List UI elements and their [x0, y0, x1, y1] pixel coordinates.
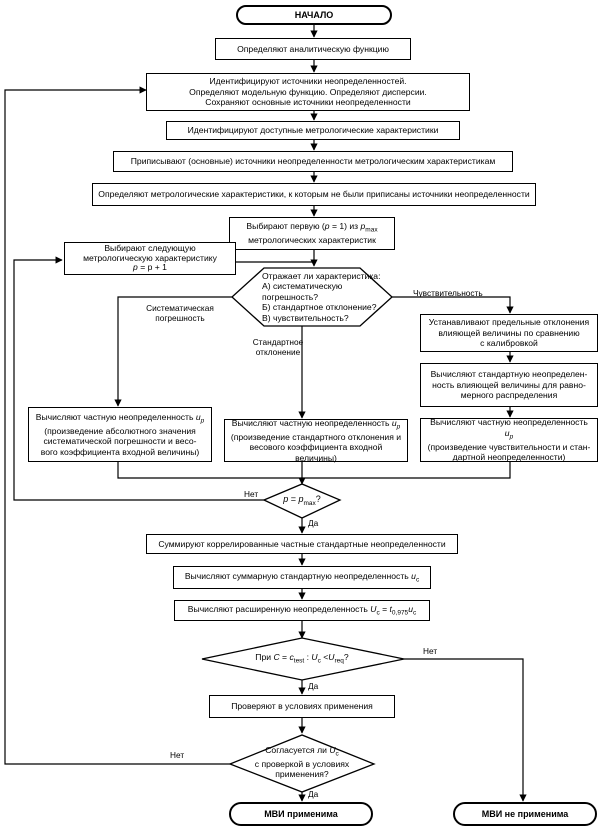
test-yes-label: Да — [308, 681, 319, 691]
partial-systematic-line3: систематической погрешности и весо- — [43, 436, 197, 447]
limits-line3: с калибровкой — [480, 338, 538, 349]
limits-line2: влияющей величины по сравнению — [438, 327, 580, 338]
identify-metrology-text: Идентифицируют доступные метрологические… — [187, 125, 439, 136]
define-unassigned-text: Определяют метрологические характеристик… — [98, 189, 530, 200]
std-uniform-line2: ность влияющей величины для равно- — [432, 379, 586, 390]
identify-sources-line3: Сохраняют основные источники неопределен… — [205, 97, 411, 108]
decision-final-line1: Согласуется ли Uc — [265, 745, 339, 758]
final-yes-label: Да — [308, 789, 319, 799]
end-not-applicable-label: МВИ не применима — [481, 808, 569, 819]
verify-text: Проверяют в условиях применения — [231, 701, 373, 712]
choose-first-box: Выбирают первую (p = 1) из pmax метролог… — [229, 217, 395, 250]
expanded-uncertainty-text: Вычисляют расширенную неопределенность U… — [187, 603, 417, 617]
decision-characteristic-line4: В) чувствительность? — [262, 312, 349, 323]
expanded-uncertainty-box: Вычисляют расширенную неопределенность U… — [174, 600, 430, 621]
decision-final-line2: с проверкой в условиях — [254, 758, 350, 769]
end-applicable-terminal: МВИ применима — [229, 802, 373, 826]
choose-next-box: Выбирают следующую метрологическую харак… — [64, 242, 236, 275]
assign-sources-text: Приписывают (основные) источники неопред… — [130, 156, 496, 167]
identify-sources-line2: Определяют модельную функцию. Определяют… — [189, 86, 427, 97]
assign-sources-box: Приписывают (основные) источники неопред… — [113, 151, 513, 172]
verify-box: Проверяют в условиях применения — [209, 695, 395, 718]
decision-characteristic-line3: Б) стандартное отклонение? — [262, 302, 377, 313]
pmax-no-label: Нет — [244, 489, 259, 499]
define-unassigned-box: Определяют метрологические характеристик… — [92, 183, 536, 206]
partial-sensitivity-box: Вычисляют частную неопределенность up (п… — [420, 417, 598, 463]
define-function-text: Определяют аналитическую функцию — [237, 43, 389, 54]
partial-std-line1: Вычисляют частную неопределенность up — [231, 417, 401, 431]
identify-metrology-box: Идентифицируют доступные метрологические… — [166, 121, 460, 140]
decision-final-shape — [228, 734, 376, 793]
std-uniform-line3: мерного распределения — [460, 390, 558, 401]
partial-sensitivity-line2: (произведение чувствительности и стан- — [427, 441, 591, 452]
decision-test: При C = ctest : Uc <Ureq? — [255, 652, 349, 665]
decision-characteristic-line2: А) систематическую погрешность? — [262, 281, 343, 302]
std-uniform-line1: Вычисляют стандартную неопределен- — [430, 369, 588, 380]
branch-systematic-label: Систематическая погрешность — [146, 303, 214, 323]
decision-pmax-shape — [262, 483, 342, 519]
decision-test-shape — [201, 637, 405, 681]
final-no-label: Нет — [170, 750, 185, 760]
branch-std-label: Стандартное отклонение — [252, 337, 304, 357]
start-terminal: НАЧАЛО — [236, 5, 392, 25]
pmax-yes-label: Да — [308, 518, 319, 528]
sum-text: Суммируют коррелированные частные станда… — [158, 538, 446, 549]
partial-systematic-box: Вычисляют частную неопределенность up (п… — [28, 407, 212, 462]
branch-sensitivity-label: Чувствительность — [413, 288, 483, 298]
decision-pmax: p = pmax? — [283, 494, 321, 507]
std-uniform-box: Вычисляют стандартную неопределен- ность… — [420, 363, 598, 407]
partial-sensitivity-line3: дартной неопределенности) — [452, 452, 566, 463]
partial-std-line2: (произведение стандартного отклонения и — [230, 431, 402, 442]
partial-systematic-line2: (произведение абсолютного значения — [44, 425, 196, 436]
limits-box: Устанавливают предельные отклонения влия… — [420, 314, 598, 352]
decision-characteristic-shape — [231, 267, 393, 327]
partial-systematic-line4: вого коэффициента входной величины) — [40, 446, 200, 457]
choose-next-line1: Выбирают следующую — [104, 243, 196, 254]
decision-final-line3: применения? — [275, 769, 329, 780]
partial-systematic-line1: Вычисляют частную неопределенность up — [35, 411, 205, 425]
identify-sources-line1: Идентифицируют источники неопределенност… — [209, 76, 407, 87]
partial-std-box: Вычисляют частную неопределенность up (п… — [224, 417, 408, 463]
choose-first-line1: Выбирают первую (p = 1) из pmax — [246, 221, 378, 235]
define-function-box: Определяют аналитическую функцию — [215, 38, 411, 60]
total-uncertainty-box: Вычисляют суммарную стандартную неопреде… — [173, 566, 431, 589]
decision-final: Согласуется ли Uc с проверкой в условиях… — [250, 745, 354, 780]
end-not-applicable-terminal: МВИ не применима — [453, 802, 597, 826]
decision-characteristic: Отражает ли характеристика: А) системати… — [262, 271, 392, 323]
choose-first-line2: метрологических характеристик — [248, 235, 376, 246]
start-label: НАЧАЛО — [294, 9, 334, 20]
total-uncertainty-text: Вычисляют суммарную стандартную неопреде… — [184, 570, 420, 584]
decision-characteristic-line1: Отражает ли характеристика: — [262, 271, 381, 281]
sum-box: Суммируют коррелированные частные станда… — [146, 534, 458, 554]
partial-sensitivity-line1: Вычисляют частную неопределенность up — [430, 417, 588, 441]
limits-line1: Устанавливают предельные отклонения — [428, 317, 590, 328]
choose-next-line2: метрологическую характеристику — [83, 252, 217, 263]
choose-next-line3: p = p + 1 — [133, 262, 167, 273]
identify-sources-box: Идентифицируют источники неопределенност… — [146, 73, 470, 111]
partial-std-line3: весового коэффициента входной величины) — [249, 442, 383, 463]
test-no-label: Нет — [423, 646, 438, 656]
end-applicable-label: МВИ применима — [264, 808, 338, 819]
